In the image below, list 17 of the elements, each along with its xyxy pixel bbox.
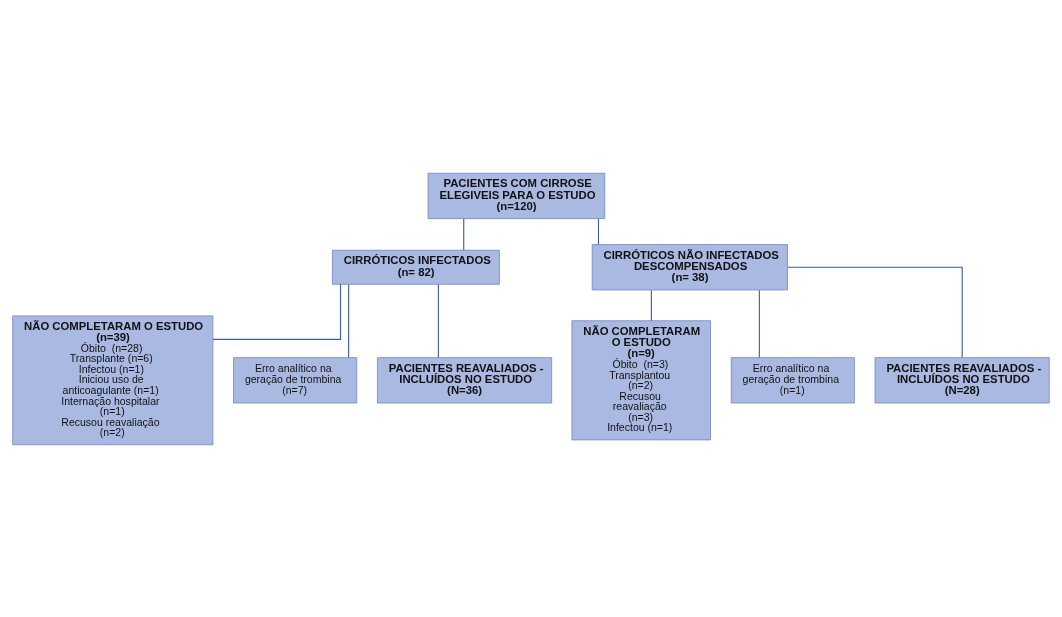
node-box: Erro analítico na geração de trombina (n=1) bbox=[730, 356, 855, 403]
connector bbox=[597, 217, 600, 245]
connector bbox=[212, 283, 342, 340]
node-box: PACIENTES REAVALIADOS - INCLUÍDOS NO ESTUDO (N=36) bbox=[377, 356, 553, 403]
connector bbox=[348, 283, 350, 358]
connector bbox=[437, 283, 439, 358]
node-box: CIRRÓTICOS NÃO INFECTADOS DESCOMPENSADOS (n= 38) bbox=[591, 243, 788, 290]
connector bbox=[787, 266, 963, 358]
node-box: NÃO COMPLETARAM O ESTUDO (n=9) Óbito (n=3) Transplantou (n=2) Recusou reavaliação (n=3) Infectou (n=1) bbox=[571, 319, 711, 440]
node-box: CIRRÓTICOS INFECTADOS (n= 82) bbox=[332, 249, 500, 285]
node-box: PACIENTES REAVALIADOS - INCLUÍDOS NO ESTUDO (N=28) bbox=[874, 356, 1050, 403]
node-box: PACIENTES COM CIRROSE ELEGIVEIS PARA O ESTUDO (n=120) bbox=[427, 172, 606, 219]
connector bbox=[650, 289, 652, 321]
node-box: NÃO COMPLETARAM O ESTUDO (n=39) Óbito (n=28) Transplante (n=6) Infectou (n=1) Iniciou uso de anticoagulante (n=1) Internação hospitalar (n=1) Recusou reavaliação (n=2) bbox=[12, 315, 214, 445]
connector bbox=[463, 217, 465, 251]
connector bbox=[758, 289, 760, 358]
node-box: Erro analítico na geração de trombina (n=7) bbox=[233, 356, 358, 403]
